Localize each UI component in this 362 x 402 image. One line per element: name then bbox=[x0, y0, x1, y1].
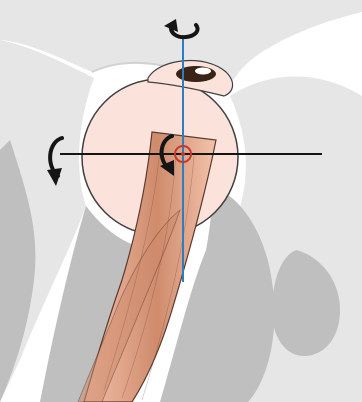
torsion-axis-marker-dot bbox=[181, 152, 185, 156]
pupil-highlight bbox=[195, 68, 211, 75]
